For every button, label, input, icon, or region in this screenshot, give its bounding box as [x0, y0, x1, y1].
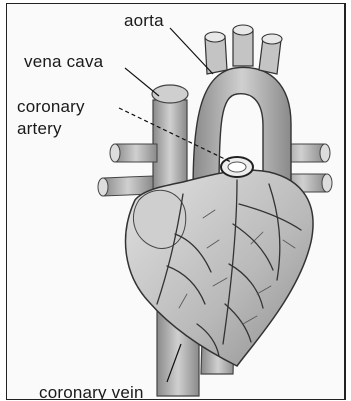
- vena-cava-label: vena cava: [24, 53, 103, 70]
- coronary-vein-label: coronary vein: [39, 384, 144, 400]
- coronary-artery-label-line1: coronary: [17, 98, 85, 115]
- aorta-label: aorta: [124, 12, 164, 29]
- vena-cava-leader: [125, 68, 159, 96]
- pulmonary-veins-left: [98, 144, 157, 196]
- heart-diagram: aorta vena cava coronary artery coronary…: [6, 3, 346, 400]
- heart-body: [126, 157, 314, 366]
- coronary-artery-label-line2: artery: [17, 120, 62, 137]
